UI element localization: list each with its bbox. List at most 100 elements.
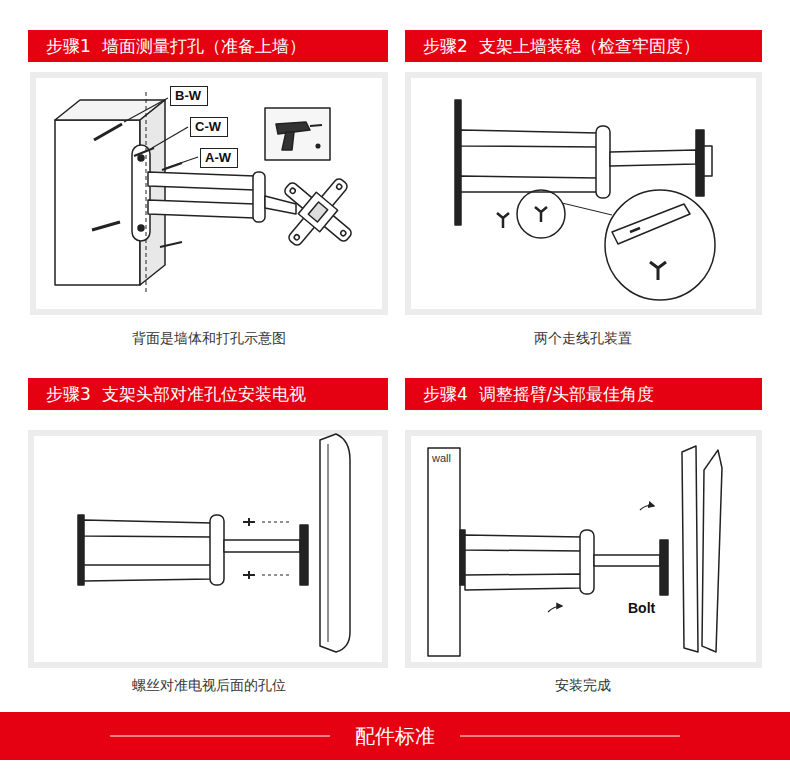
caption: 安装完成 xyxy=(555,677,611,695)
mounted-arm xyxy=(461,130,598,147)
arm-to-tv xyxy=(210,515,224,585)
wall-block xyxy=(138,225,144,231)
finished-mount xyxy=(702,450,722,652)
vesa-plate xyxy=(287,177,349,247)
finished-mount xyxy=(428,446,722,656)
swing-arm xyxy=(148,200,255,218)
arm-to-tv xyxy=(300,525,308,585)
tv-screws xyxy=(243,571,255,579)
panel-frames xyxy=(411,78,756,309)
step-header: 步骤3 支架头部对准孔位安装电视 xyxy=(28,378,388,410)
tv-screws xyxy=(243,518,292,579)
screws-and-leaders xyxy=(94,124,122,140)
mounted-arm xyxy=(455,100,461,225)
screw-tag: C-W xyxy=(190,117,228,137)
wall-block xyxy=(146,92,147,292)
section-banner: 配件标准 xyxy=(0,712,790,760)
tv-screws xyxy=(243,518,255,526)
screws-and-leaders xyxy=(92,98,198,247)
screw-tag: B-W xyxy=(170,86,208,106)
node-text: 步骤4 调整摇臂/头部最佳角度 xyxy=(423,383,654,406)
cable-clips xyxy=(630,228,640,232)
finished-mount xyxy=(640,506,654,511)
mounted-arm xyxy=(461,176,598,192)
node-text: C-W xyxy=(195,119,221,134)
screws-and-leaders xyxy=(134,148,154,156)
arm-to-tv xyxy=(78,434,350,652)
caption: 螺丝对准电视后面的孔位 xyxy=(132,677,286,695)
panel-frames xyxy=(411,436,756,662)
node-text: 步骤3 支架头部对准孔位安装电视 xyxy=(46,383,306,406)
cable-clips xyxy=(497,213,509,228)
cable-clips xyxy=(612,204,690,244)
cable-clips xyxy=(517,190,565,238)
node-text: 步骤1 墙面测量打孔（准备上墙） xyxy=(46,35,306,58)
step-header: 步骤1 墙面测量打孔（准备上墙） xyxy=(28,30,388,62)
cable-clips xyxy=(535,207,547,222)
panel-frames xyxy=(30,72,388,315)
screws-and-leaders xyxy=(162,163,182,170)
finished-mount xyxy=(682,446,698,652)
finished-mount xyxy=(428,448,460,656)
mounted-arm xyxy=(610,150,696,166)
arm-to-tv xyxy=(320,434,350,652)
cable-clips xyxy=(650,262,666,280)
arm-to-tv xyxy=(224,540,300,552)
finished-mount xyxy=(548,606,562,612)
screws-and-leaders xyxy=(152,127,188,148)
caption: 背面是墙体和打孔示意图 xyxy=(132,330,286,348)
vesa-plate xyxy=(262,156,375,269)
mounted-arm xyxy=(704,146,712,176)
vesa-plate xyxy=(293,234,300,241)
caption: 两个走线孔装置 xyxy=(534,330,632,348)
drill-icon xyxy=(265,108,330,160)
screws-and-leaders xyxy=(92,222,120,230)
banner-rule xyxy=(460,736,680,737)
vesa-plate xyxy=(308,202,327,222)
step-header: 步骤4 调整摇臂/头部最佳角度 xyxy=(405,378,762,410)
wall-block xyxy=(55,120,140,285)
finished-mount xyxy=(660,540,668,595)
screws-and-leaders xyxy=(124,98,168,122)
arm-to-tv xyxy=(84,520,212,537)
arm-to-tv xyxy=(84,565,212,581)
drill-icon xyxy=(310,125,322,126)
step-header: 步骤2 支架上墙装稳（检查牢固度） xyxy=(405,30,762,62)
mounted-arm xyxy=(696,130,704,196)
cable-clips xyxy=(562,203,612,215)
swing-arm xyxy=(148,172,296,222)
node-text: A-W xyxy=(205,150,231,165)
mounted-arm xyxy=(596,126,610,198)
tv-screws xyxy=(262,521,292,522)
cable-clips xyxy=(497,190,715,300)
banner-rule xyxy=(110,736,330,737)
node-text: 步骤2 支架上墙装稳（检查牢固度） xyxy=(423,35,700,58)
finished-mount xyxy=(594,555,660,566)
node-text: B-W xyxy=(175,88,201,103)
finished-mount xyxy=(465,535,582,551)
wall-label: wall xyxy=(432,452,451,464)
part-label: Bolt xyxy=(628,600,655,616)
node-text: 配件标准 xyxy=(349,723,441,750)
panel-frames xyxy=(36,78,382,309)
finished-mount xyxy=(465,574,582,590)
vesa-plate xyxy=(340,230,347,237)
wall-block xyxy=(55,92,165,292)
panel-frames xyxy=(28,72,762,668)
arm-to-tv xyxy=(328,444,329,642)
swing-arm xyxy=(253,172,265,222)
arm-to-tv xyxy=(78,515,84,585)
drill-icon xyxy=(316,144,320,148)
wall-block xyxy=(138,155,144,161)
finished-mount xyxy=(580,530,594,594)
panel-frames xyxy=(405,72,762,315)
screw-tag: A-W xyxy=(200,148,238,168)
drill-icon xyxy=(265,108,330,160)
vesa-plate xyxy=(336,183,343,190)
screws-and-leaders xyxy=(160,242,182,247)
tv-screws xyxy=(262,574,292,575)
vesa-plate xyxy=(289,187,296,194)
drill-icon xyxy=(282,132,294,150)
swing-arm xyxy=(148,172,255,190)
